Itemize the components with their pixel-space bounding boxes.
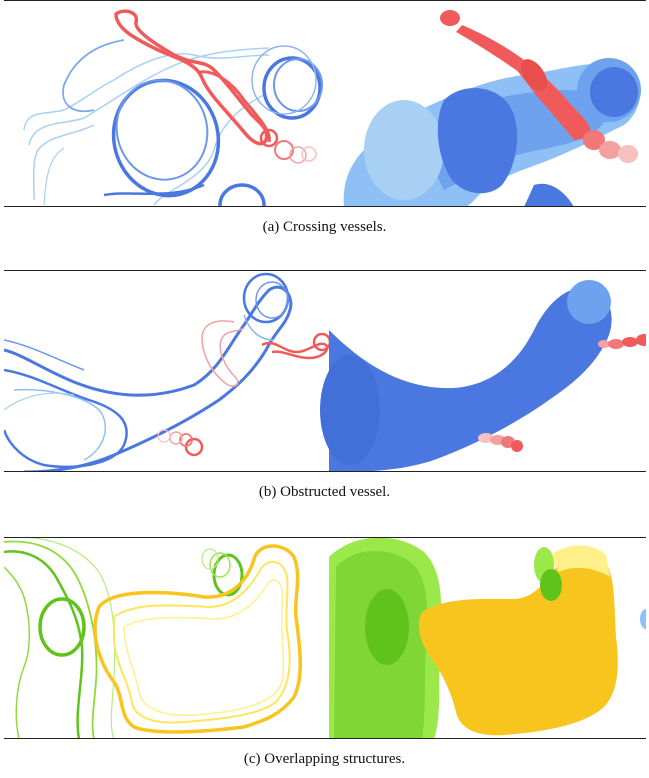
contour-view-c	[4, 537, 302, 739]
subfigure-c-caption: (c) Overlapping structures.	[243, 751, 406, 767]
subfigure-b-caption: (b) Obstructed vessel.	[258, 484, 391, 500]
subfigure-b-image	[4, 270, 646, 472]
contour-view-b	[4, 272, 332, 472]
subfigure-a-caption: (a) Crossing vessels.	[262, 219, 387, 235]
subfigure-c-image	[4, 537, 646, 739]
surface-view-a	[343, 10, 641, 207]
surface-view-c	[329, 537, 646, 739]
contour-view-a	[23, 9, 323, 207]
subfigure-a-image	[4, 0, 646, 207]
surface-view-b	[320, 280, 646, 472]
